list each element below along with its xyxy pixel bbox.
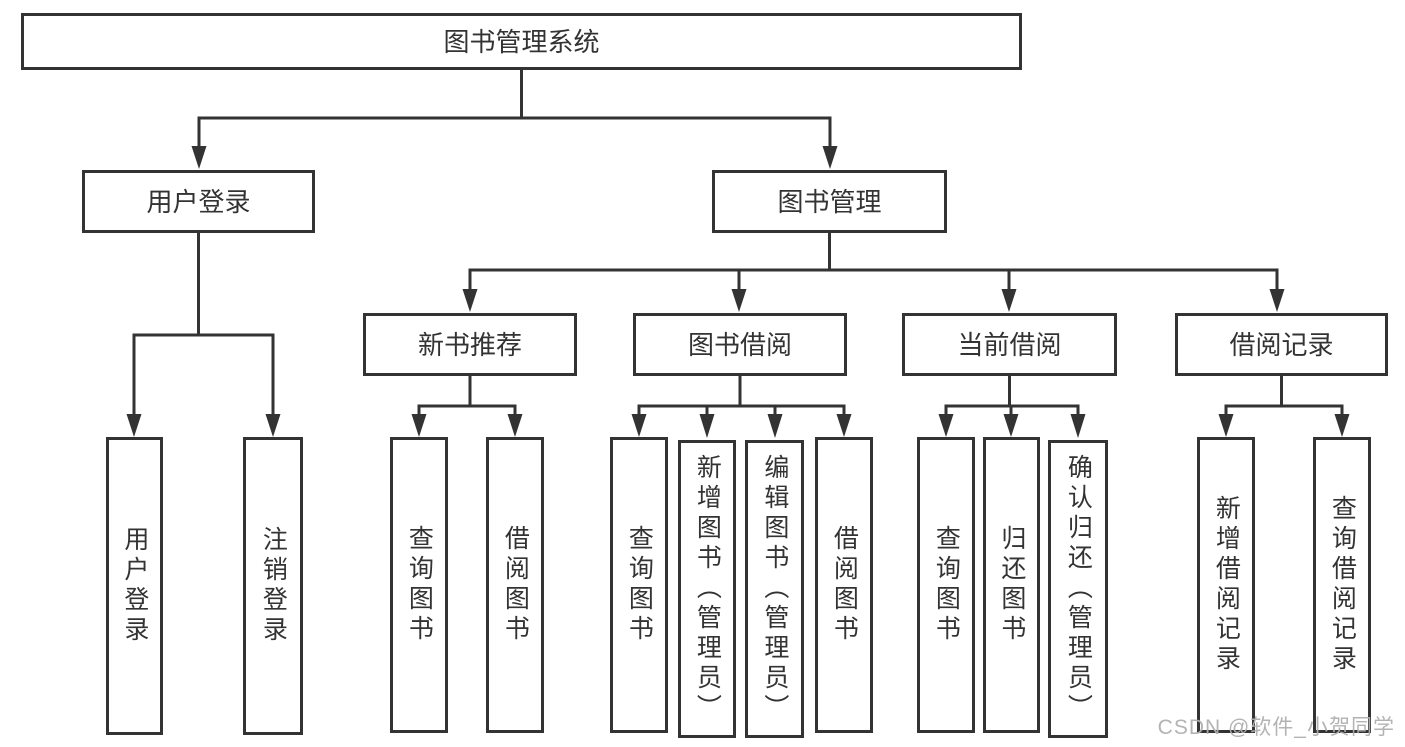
node-current-borrow-label: 当前借阅: [957, 329, 1062, 360]
leaf-edit-book-admin-label: 编辑图书（管理员）: [760, 454, 789, 724]
node-new-book-recommend-label: 新书推荐: [417, 329, 522, 360]
leaf-borrow-book-recommend-label: 借阅图书: [501, 525, 530, 645]
leaf-add-borrow-record: 新增借阅记录: [1197, 437, 1255, 733]
node-root-label: 图书管理系统: [443, 26, 600, 57]
leaf-confirm-return-admin-label: 确认归还（管理员）: [1064, 454, 1093, 724]
leaf-query-book-recommend: 查询图书: [390, 437, 448, 733]
node-user-login-label: 用户登录: [146, 186, 251, 217]
leaf-borrow-book-label: 借阅图书: [830, 525, 859, 645]
node-book-management-label: 图书管理: [777, 186, 882, 217]
leaf-borrow-book: 借阅图书: [815, 437, 873, 733]
csdn-watermark: CSDN @软件_小贺同学: [1157, 716, 1395, 739]
leaf-confirm-return-admin: 确认归还（管理员）: [1048, 440, 1108, 738]
leaf-query-book-borrow-label: 查询图书: [625, 525, 654, 645]
leaf-query-borrow-record: 查询借阅记录: [1313, 437, 1371, 733]
leaf-user-login: 用户登录: [106, 437, 163, 735]
leaf-borrow-book-recommend: 借阅图书: [486, 437, 544, 733]
leaf-user-login-label: 用户登录: [120, 526, 149, 646]
leaf-query-book-current-label: 查询图书: [932, 525, 961, 645]
leaf-query-book-current: 查询图书: [917, 437, 975, 733]
leaf-add-book-admin: 新增图书（管理员）: [678, 440, 736, 738]
leaf-logout-label: 注销登录: [259, 526, 288, 646]
node-borrow-records-label: 借阅记录: [1229, 329, 1334, 360]
node-book-management: 图书管理: [712, 170, 947, 233]
node-new-book-recommend: 新书推荐: [363, 313, 577, 376]
leaf-query-book-borrow: 查询图书: [610, 437, 668, 733]
node-borrow-records: 借阅记录: [1175, 313, 1388, 376]
leaf-add-borrow-record-label: 新增借阅记录: [1212, 495, 1241, 675]
node-book-borrow: 图书借阅: [633, 313, 847, 376]
leaf-query-borrow-record-label: 查询借阅记录: [1328, 495, 1357, 675]
leaf-logout: 注销登录: [243, 437, 303, 735]
leaf-return-book: 归还图书: [983, 437, 1040, 733]
node-root-system: 图书管理系统: [21, 13, 1022, 70]
node-current-borrow: 当前借阅: [902, 313, 1117, 376]
node-book-borrow-label: 图书借阅: [687, 329, 792, 360]
leaf-return-book-label: 归还图书: [997, 525, 1026, 645]
node-user-login: 用户登录: [82, 170, 315, 233]
leaf-edit-book-admin: 编辑图书（管理员）: [745, 440, 804, 738]
leaf-query-book-recommend-label: 查询图书: [405, 525, 434, 645]
leaf-add-book-admin-label: 新增图书（管理员）: [693, 454, 722, 724]
